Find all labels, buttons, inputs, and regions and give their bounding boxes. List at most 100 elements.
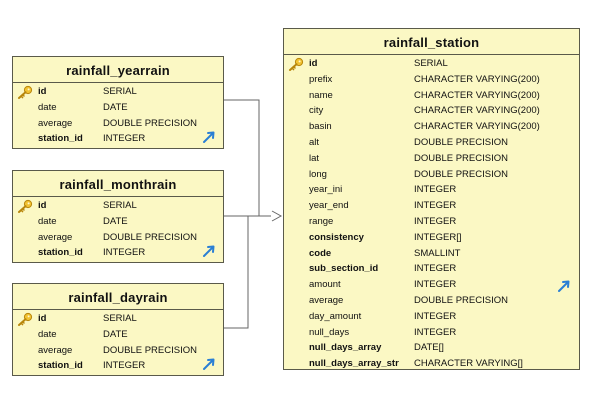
column-row[interactable]: date DATE — [13, 100, 223, 116]
column-type: SERIAL — [103, 200, 137, 211]
table-rainfall-yearrain[interactable]: rainfall_yearrain id SERIAL date DATE averag… — [12, 56, 224, 149]
column-type: INTEGER — [414, 279, 457, 291]
edit-arrow-icon[interactable] — [202, 357, 216, 371]
column-name: null_days_array_str — [309, 358, 399, 370]
column-type: DATE — [103, 101, 128, 113]
column-type: DATE — [103, 328, 128, 340]
column-type: SMALLINT — [414, 247, 461, 259]
edit-arrow-icon[interactable] — [557, 279, 571, 293]
connector-dayrain-station — [223, 215, 271, 329]
column-row[interactable]: long DOUBLE PRECISION — [284, 167, 579, 183]
column-row[interactable]: id SERIAL — [13, 198, 223, 214]
column-row[interactable]: null_days_array DATE[] — [284, 340, 579, 356]
primary-key-icon — [288, 57, 304, 71]
column-type: SERIAL — [103, 86, 137, 97]
column-type: DOUBLE PRECISION — [414, 152, 508, 164]
column-type: DOUBLE PRECISION — [103, 344, 197, 356]
column-type: DOUBLE PRECISION — [414, 168, 508, 180]
column-name: sub_section_id — [309, 263, 379, 275]
column-name: year_ini — [309, 184, 343, 196]
column-name: date — [38, 328, 57, 340]
column-name: id — [38, 313, 47, 324]
edit-arrow-icon[interactable] — [202, 130, 216, 144]
table-title: rainfall_yearrain — [13, 57, 223, 83]
column-name: prefix — [309, 73, 333, 85]
column-name: long — [309, 168, 327, 180]
column-type: DATE[] — [414, 342, 444, 354]
column-name: id — [38, 200, 47, 211]
column-row[interactable]: station_id INTEGER — [13, 245, 223, 261]
column-name: null_days — [309, 326, 350, 338]
column-name: average — [38, 117, 73, 129]
column-name: id — [309, 58, 318, 69]
column-row[interactable]: date DATE — [13, 327, 223, 343]
column-name: station_id — [38, 247, 83, 259]
column-name: amount — [309, 279, 341, 291]
connector-yearrain-station — [223, 99, 271, 217]
column-name: alt — [309, 137, 320, 148]
column-row[interactable]: null_days_array_str CHARACTER VARYING[] — [284, 356, 579, 372]
column-name: lat — [309, 152, 320, 164]
column-name: basin — [309, 121, 332, 133]
table-title: rainfall_monthrain — [13, 171, 223, 197]
column-row[interactable]: basin CHARACTER VARYING(200) — [284, 119, 579, 135]
column-row[interactable]: year_ini INTEGER — [284, 182, 579, 198]
column-type: DOUBLE PRECISION — [103, 117, 197, 129]
column-type: SERIAL — [103, 313, 137, 324]
column-row[interactable]: city CHARACTER VARYING(200) — [284, 103, 579, 119]
column-row[interactable]: average DOUBLE PRECISION — [13, 116, 223, 132]
column-type: DATE — [103, 215, 128, 227]
column-name: average — [38, 344, 73, 356]
primary-key-icon — [17, 312, 33, 326]
table-title: rainfall_station — [284, 29, 579, 55]
column-name: station_id — [38, 133, 83, 145]
column-row[interactable]: amount INTEGER — [284, 277, 579, 293]
column-type: CHARACTER VARYING(200) — [414, 121, 540, 133]
column-name: null_days_array — [309, 342, 382, 354]
column-row[interactable]: id SERIAL — [13, 84, 223, 100]
column-name: year_end — [309, 200, 349, 212]
column-name: consistency — [309, 231, 364, 243]
edit-arrow-icon[interactable] — [202, 244, 216, 258]
column-name: range — [309, 216, 334, 227]
column-type: INTEGER — [103, 360, 146, 372]
column-row[interactable]: id SERIAL — [13, 311, 223, 327]
column-row[interactable]: range INTEGER — [284, 214, 579, 230]
column-name: city — [309, 105, 324, 117]
column-row[interactable]: station_id INTEGER — [13, 358, 223, 374]
column-row[interactable]: alt DOUBLE PRECISION — [284, 135, 579, 151]
column-type: CHARACTER VARYING[] — [414, 358, 523, 370]
column-type: INTEGER — [103, 247, 146, 259]
column-name: name — [309, 89, 333, 101]
column-name: date — [38, 101, 57, 113]
column-type: CHARACTER VARYING(200) — [414, 105, 540, 117]
primary-key-icon — [17, 85, 33, 99]
column-name: id — [38, 86, 47, 97]
column-type: INTEGER — [414, 184, 457, 196]
column-row[interactable]: lat DOUBLE PRECISION — [284, 151, 579, 167]
primary-key-icon — [17, 199, 33, 213]
column-type: DOUBLE PRECISION — [414, 137, 508, 148]
column-type: INTEGER — [414, 216, 457, 227]
column-type: DOUBLE PRECISION — [103, 231, 197, 243]
column-name: average — [309, 295, 344, 306]
column-name: station_id — [38, 360, 83, 372]
column-name: day_amount — [309, 310, 362, 322]
column-row[interactable]: average DOUBLE PRECISION — [13, 343, 223, 359]
